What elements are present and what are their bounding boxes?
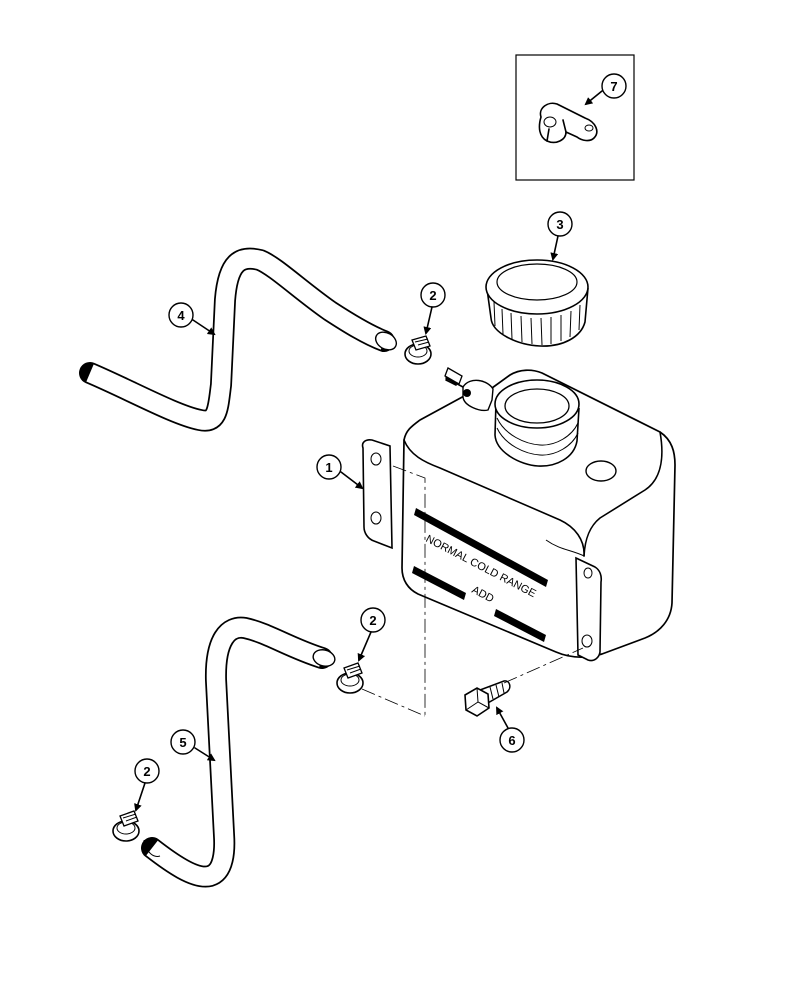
callout-2: 2 [357,607,386,662]
lower-hose-icon [141,616,336,888]
svg-text:5: 5 [179,735,186,750]
svg-text:3: 3 [556,217,563,232]
svg-text:2: 2 [143,764,150,779]
hose-clamp-icon [404,335,432,365]
callout-6: 6 [496,706,525,753]
callout-3: 3 [547,211,573,261]
svg-text:1: 1 [325,460,332,475]
callout-2: 2 [134,758,160,812]
callout-2: 2 [420,282,446,335]
callout-5: 5 [170,729,216,762]
svg-text:2: 2 [429,288,436,303]
bolt-icon [464,680,511,717]
svg-text:2: 2 [369,613,376,628]
callout-4: 4 [168,302,216,336]
hose-clamp-icon [112,810,140,842]
inset-box [515,54,635,181]
svg-text:7: 7 [610,79,617,94]
svg-text:6: 6 [508,733,515,748]
callout-1: 1 [316,454,364,490]
hose-clamp-icon [336,662,364,694]
p-clip-icon [538,102,598,144]
callout-7: 7 [601,73,627,99]
upper-hose-icon [79,247,398,432]
svg-text:4: 4 [177,308,185,323]
assembly-lines [361,465,584,717]
coolant-tank-icon: NORMAL COLD RANGE ADD [361,367,676,662]
filler-cap-icon [485,259,589,347]
